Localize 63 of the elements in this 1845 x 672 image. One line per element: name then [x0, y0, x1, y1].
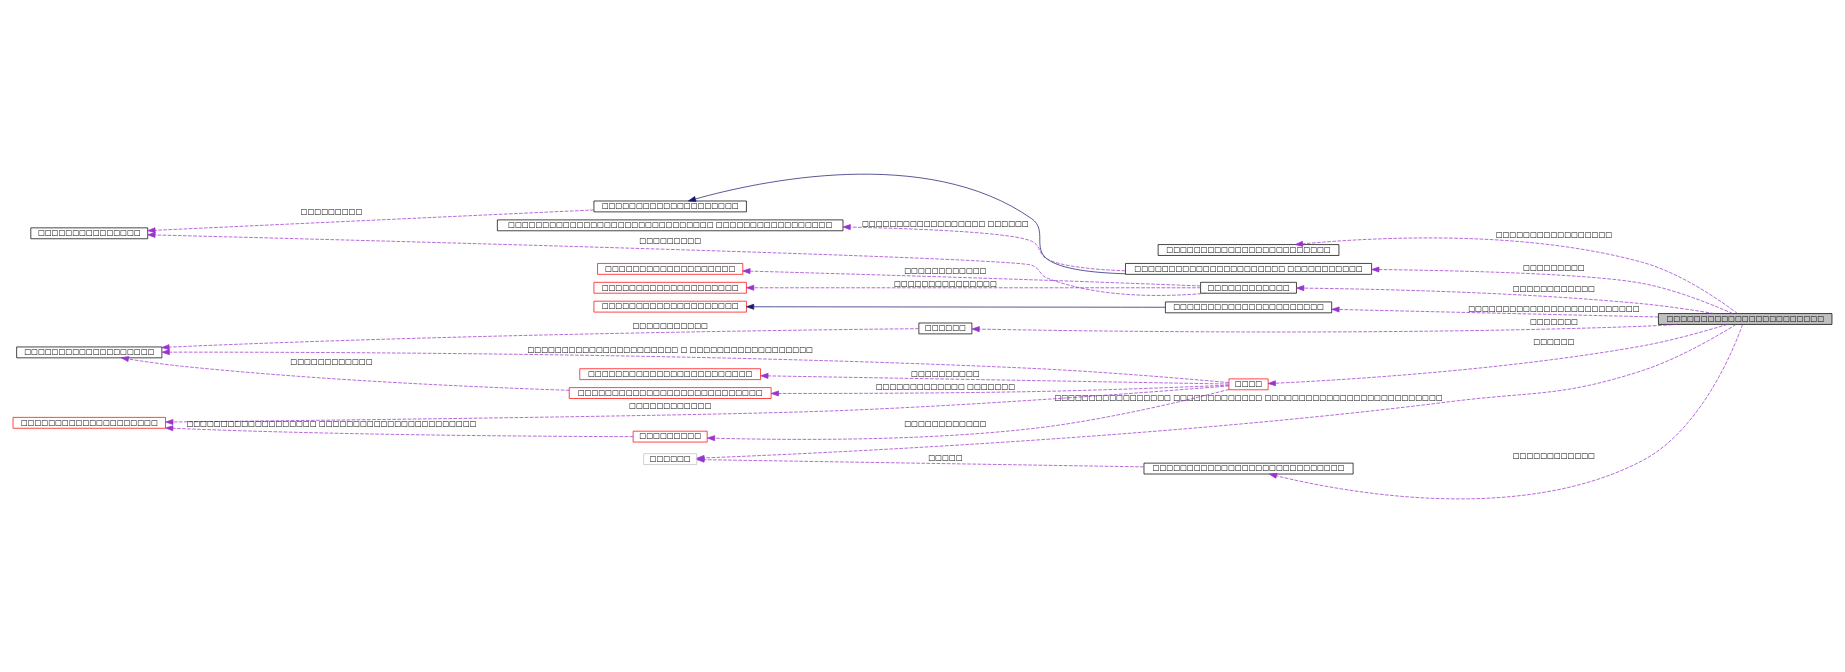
- node-box: □□□□□□□□□□□□□□□□□□□□□□: [1165, 301, 1333, 313]
- node-box: □□□□□□□□□□□□□□□□□□□□□□□□□□□□□□ □□□□□□□□□□□□□□□□□: [497, 219, 844, 231]
- node-box: □□□□□□□□□□□□□□□□□□□□: [593, 300, 747, 312]
- arrow: [147, 209, 595, 233]
- edge-label: □□□□□□□□□□□□□□□□□□□ □□□□□□□□□□□□□□□□□□□□□□□: [186, 418, 477, 428]
- node-box: □□□□□□: [918, 322, 973, 334]
- edge-label: □□□□□□□□□: [300, 206, 363, 216]
- edge-label: □□□□□□□□□: [639, 235, 701, 245]
- node-box: □□□□□□□□□□□□□□□□□□□□□□□□: [1157, 243, 1340, 256]
- edge-label: □□□□□□□□□□□□□ □□□□□□□: [875, 381, 1016, 391]
- edge-label: □□□□□□□□□□□□: [1512, 283, 1595, 293]
- arrow: [1371, 266, 1733, 314]
- edge-label: □□□□□: [928, 452, 963, 462]
- node-box: □□□□: [1228, 378, 1269, 390]
- edge-label: □□□□□□□□□□□□: [904, 418, 987, 428]
- edge-label: □□□□□□□□□□□□□□□□□□ □□□□□□: [862, 218, 1029, 228]
- arrow: [1296, 284, 1715, 314]
- node-box: □□□□□□□□□□□□□□□□□□□: [16, 346, 163, 358]
- edge-label: □□□□□□□□□: [1523, 262, 1585, 272]
- node-box: □□□□□□□□□□□□□□□□□□□: [597, 262, 744, 275]
- arrow: [165, 424, 634, 437]
- arrow: [746, 284, 1201, 291]
- edge-label: □□□□□□□□□□□□: [290, 356, 373, 366]
- arrow: [688, 173, 1126, 274]
- arrow: [1295, 237, 1738, 314]
- node-box: □□□□□□□□□□□□: [1200, 281, 1297, 294]
- node-box: □□□□□□□□□□□□□□□: [30, 227, 149, 239]
- node-box: □□□□□□: [643, 452, 698, 465]
- edge-label: □□□□□□□□□□□□□□□□□□□□□□□□□: [1468, 303, 1640, 313]
- edge-label: □□□□□□□□□□□□□□□□□ □□□□□□□□□□□□□ □□□□□□□□□□□□□□□□□□□□□□□□□□: [1054, 392, 1443, 402]
- edge-label: □□□□□□□: [1529, 316, 1578, 326]
- arrow: [165, 385, 1230, 425]
- edge-label: □□□□□□□□□□□□: [629, 400, 712, 410]
- node-box: □□□□□□□□□□□□□□□□□□□□: [593, 281, 747, 294]
- node-box: □□□□□□□□□□□□□□□□□□□□□□□□□□□□: [1143, 462, 1354, 474]
- edge-label: □□□□□□□□□□□□□□□□□: [1495, 229, 1613, 239]
- node-box: □□□□□□□□□□□□□□□□□□□□□□□: [1658, 312, 1833, 325]
- node-box: □□□□□□□□□□□□□□□□□□□□□□ □□□□□□□□□□□: [1125, 262, 1372, 275]
- edge-label: □□□□□□□□□□□□: [904, 265, 987, 275]
- arrow: [1269, 323, 1743, 499]
- arrow: [161, 348, 1230, 383]
- arrow: [120, 355, 570, 391]
- arrow: [147, 231, 1207, 296]
- arrow: [760, 372, 1229, 384]
- arrow: [842, 223, 1126, 271]
- node-box: □□□□□□□□□□□□□□□□□□□□: [593, 200, 747, 212]
- node-box: □□□□□□□□□□□□□□□□□□□□: [12, 416, 166, 429]
- edge-label: □□□□□□□□□□□: [632, 320, 708, 330]
- arrow: [161, 327, 919, 350]
- edge-label: □□□□□□□□□□□□: [1512, 450, 1595, 460]
- edge-label: □□□□□□□□□□: [911, 368, 980, 378]
- node-box: □□□□□□□□□□□□□□□□□□□□□□□□: [579, 367, 761, 380]
- arrow: [971, 323, 1678, 332]
- edge-label: □□□□□□□□□□□□□□□□□□□□□□ □ □□□□□□□□□□□□□□□□□□: [527, 344, 813, 354]
- edge-label: □□□□□□□□□□□□□□□: [894, 278, 997, 288]
- arrow: [707, 388, 1230, 441]
- arrow: [1267, 323, 1728, 386]
- arrow: [746, 303, 1166, 310]
- node-box: □□□□□□□□□: [632, 430, 708, 442]
- edge-label: □□□□□□: [1533, 336, 1575, 346]
- arrow: [742, 267, 1201, 286]
- arrow: [1331, 306, 1659, 317]
- node-box: □□□□□□□□□□□□□□□□□□□□□□□□□□□: [568, 386, 772, 399]
